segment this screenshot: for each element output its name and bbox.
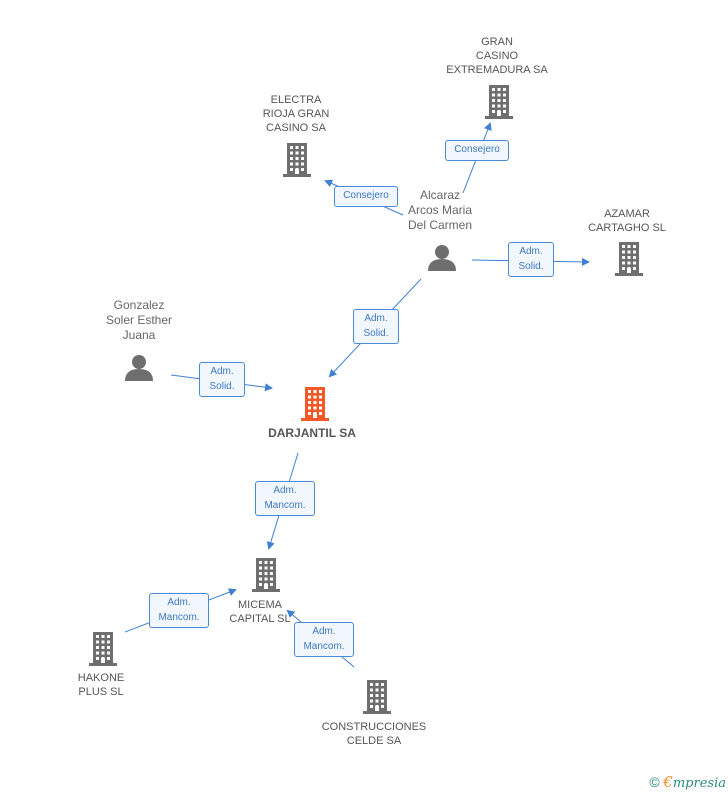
node-label-hakone: HAKONE PLUS SL <box>77 672 125 698</box>
node-label-darjantil: DARJANTIL SA <box>268 426 356 440</box>
person-icon-alcaraz[interactable] <box>428 245 456 271</box>
edge-label-alcaraz-to-electra_rioja[interactable]: Consejero <box>334 186 398 207</box>
edge-label-construcciones-to-micema[interactable]: Adm. Mancom. <box>294 622 354 657</box>
node-electra_rioja[interactable]: ELECTRA RIOJA GRAN CASINO SA <box>241 93 351 135</box>
copyright-icon: © <box>649 774 660 790</box>
node-alcaraz[interactable]: Alcaraz Arcos Maria Del Carmen <box>390 188 490 233</box>
node-label-micema: MICEMA CAPITAL SL <box>229 599 291 625</box>
building-icon-hakone[interactable] <box>89 632 117 666</box>
node-label-gran_casino: GRAN CASINO EXTREMADURA SA <box>446 36 548 76</box>
node-label-gonzalez: Gonzalez Soler Esther Juana <box>105 298 173 342</box>
edge-label-alcaraz-to-azamar[interactable]: Adm. Solid. <box>508 242 554 277</box>
node-label-alcaraz: Alcaraz Arcos Maria Del Carmen <box>407 188 473 232</box>
building-icon-azamar[interactable] <box>615 242 643 276</box>
node-label-electra_rioja: ELECTRA RIOJA GRAN CASINO SA <box>262 94 330 134</box>
edge-label-hakone-to-micema[interactable]: Adm. Mancom. <box>149 593 209 628</box>
node-label-construcciones: CONSTRUCCIONES CELDE SA <box>321 721 427 747</box>
building-icon-gran_casino[interactable] <box>485 85 513 119</box>
node-gonzalez[interactable]: Gonzalez Soler Esther Juana <box>89 298 189 343</box>
brand-name: mpresia <box>672 776 726 791</box>
node-label-azamar: AZAMAR CARTAGHO SL <box>588 208 666 234</box>
building-icon-construcciones[interactable] <box>363 680 391 714</box>
edge-label-alcaraz-to-darjantil[interactable]: Adm. Solid. <box>353 309 399 344</box>
person-icon-gonzalez[interactable] <box>125 355 153 381</box>
node-gran_casino[interactable]: GRAN CASINO EXTREMADURA SA <box>432 35 562 77</box>
node-hakone[interactable]: HAKONE PLUS SL <box>56 671 146 699</box>
brand-logo-letter: € <box>663 773 673 791</box>
building-icon-electra_rioja[interactable] <box>283 143 311 177</box>
node-micema[interactable]: MICEMA CAPITAL SL <box>210 598 310 626</box>
node-darjantil[interactable]: DARJANTIL SA <box>252 426 372 440</box>
brand-footer[interactable]: © €mpresia <box>649 773 726 791</box>
edge-label-gonzalez-to-darjantil[interactable]: Adm. Solid. <box>199 362 245 397</box>
building-icon-micema[interactable] <box>252 558 280 592</box>
node-azamar[interactable]: AZAMAR CARTAGHO SL <box>572 207 682 235</box>
node-construcciones[interactable]: CONSTRUCCIONES CELDE SA <box>314 720 434 748</box>
edge-label-alcaraz-to-gran_casino[interactable]: Consejero <box>445 140 509 161</box>
edge-label-darjantil-to-micema[interactable]: Adm. Mancom. <box>255 481 315 516</box>
building-icon-darjantil[interactable] <box>301 387 329 421</box>
